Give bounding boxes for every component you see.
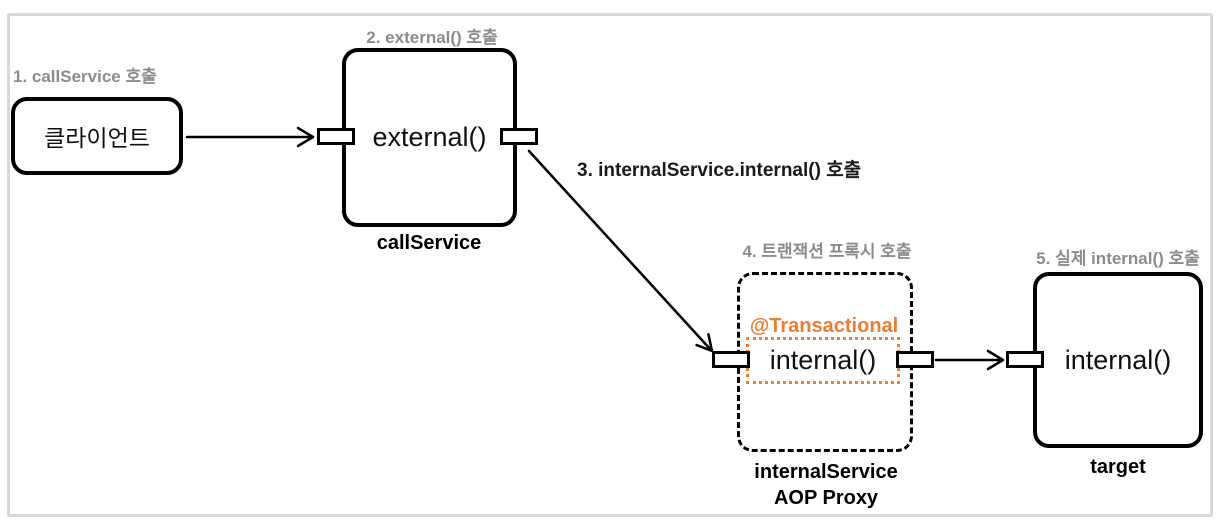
external-method-label: external() <box>372 122 487 152</box>
proxy-caption-line1: internalService <box>754 461 898 483</box>
advised-method-box: internal() <box>746 337 900 384</box>
callservice-out-port <box>500 128 538 145</box>
step3-label: 3. internalService.internal() 호출 <box>577 160 862 181</box>
target-caption: target <box>1090 456 1146 478</box>
proxy-out-port <box>896 351 934 368</box>
client-node: 클라이언트 <box>11 97 183 175</box>
callservice-caption: callService <box>376 232 482 254</box>
transactional-annotation: @Transactional <box>749 315 899 337</box>
step4-label: 4. 트랜잭션 프록시 호출 <box>742 242 912 261</box>
callservice-in-port <box>317 128 355 145</box>
step5-label: 5. 실제 internal() 호출 <box>1036 249 1200 268</box>
proxy-caption-line2: AOP Proxy <box>773 487 879 509</box>
step1-label: 1. callService 호출 <box>13 67 157 86</box>
callservice-node: external() <box>342 48 517 227</box>
canvas-frame <box>7 13 1213 517</box>
target-internal-method-label: internal() <box>1064 344 1172 375</box>
target-in-port <box>1006 351 1044 368</box>
target-node: internal() <box>1033 272 1203 448</box>
proxy-in-port <box>712 351 750 368</box>
proxy-internal-method-label: internal() <box>769 345 877 375</box>
client-node-label: 클라이언트 <box>44 125 150 151</box>
step2-label: 2. external() 호출 <box>366 28 498 47</box>
